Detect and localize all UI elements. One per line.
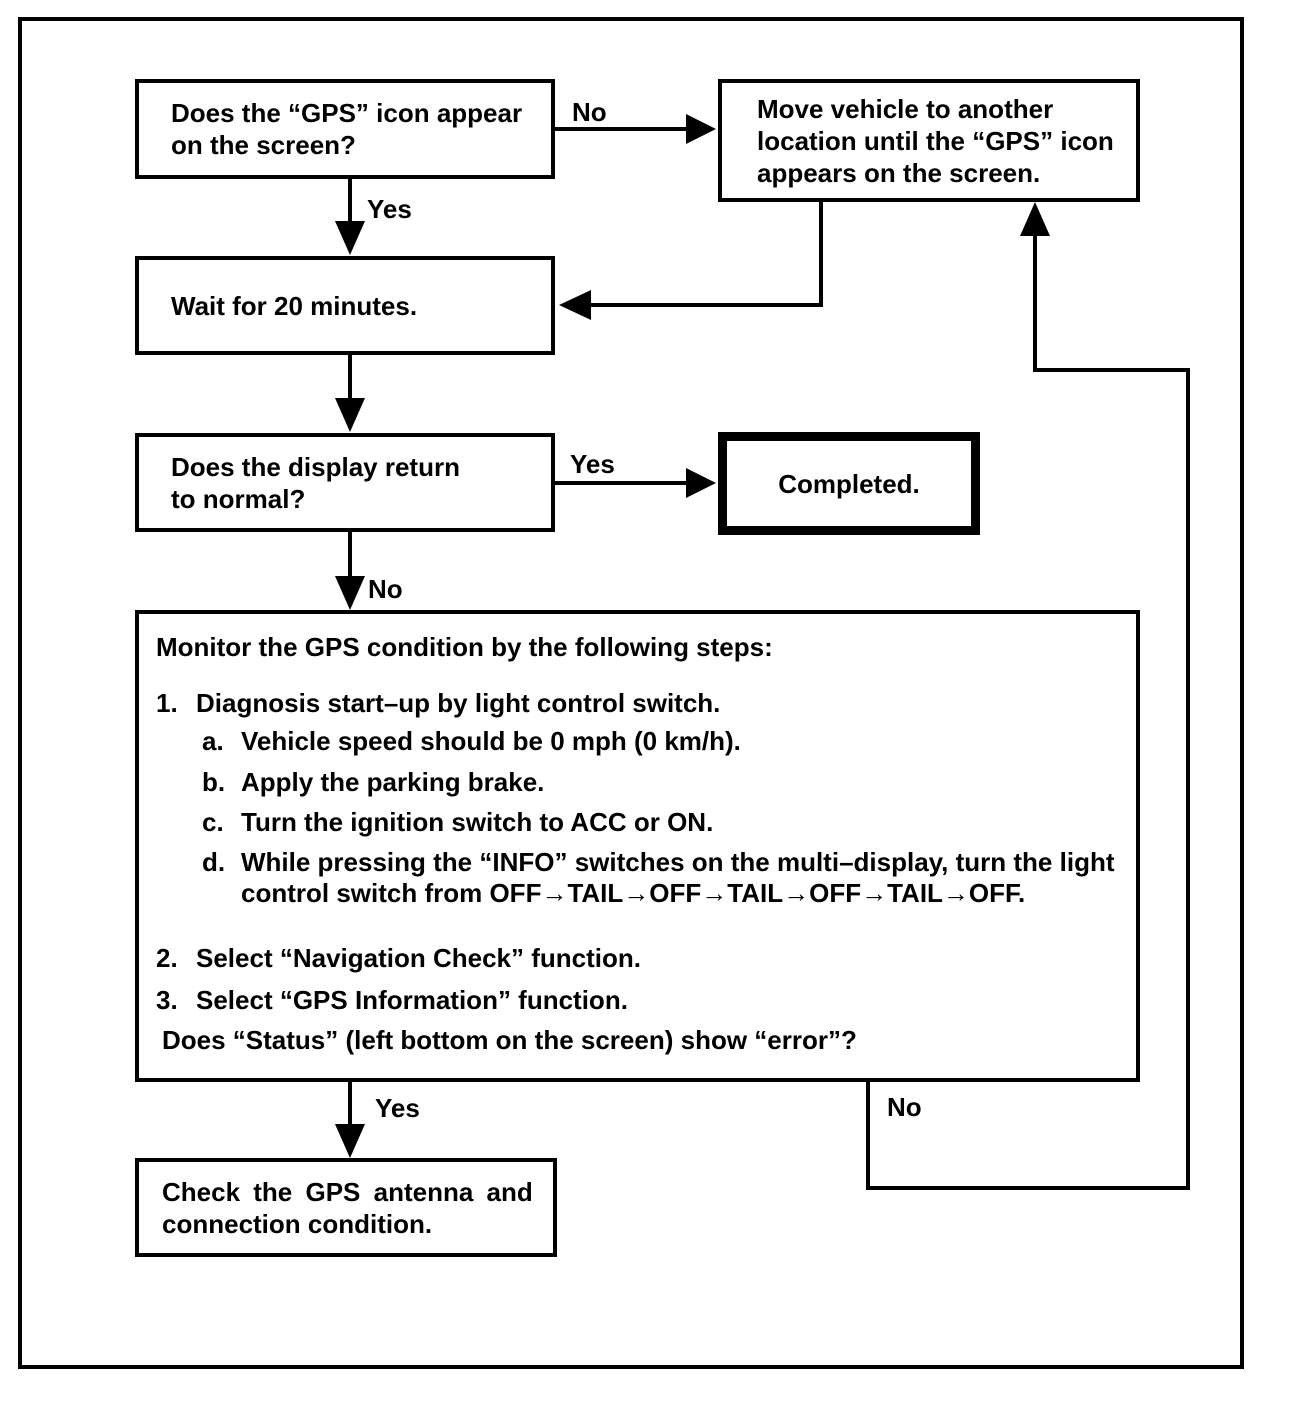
- connector-gps-icon-to-wait: [348, 179, 352, 223]
- connector-move-vehicle-down-segment: [819, 202, 823, 307]
- display-normal-line1: Does the display return: [171, 451, 460, 482]
- process-monitor-gps-box: Monitor the GPS condition by the followi…: [135, 610, 1140, 1082]
- wait-line1: Wait for 20 minutes.: [171, 290, 418, 321]
- step3-text: Select “GPS Information” function.: [196, 985, 628, 1015]
- connector-wait-to-display-normal: [348, 355, 352, 399]
- arrowhead-right-icon: [686, 468, 716, 498]
- arrowhead-down-icon: [335, 221, 365, 255]
- connector-feedback-bottom-segment: [866, 1186, 1190, 1190]
- connector-feedback-up-segment: [1033, 234, 1037, 372]
- yes-label-display-normal: Yes: [570, 449, 615, 479]
- monitor-status-question-text: Does “Status” (left bottom on the screen…: [162, 1025, 857, 1055]
- step1b-text: Apply the parking brake.: [241, 767, 545, 797]
- step1b-letter: b.: [202, 767, 226, 797]
- step1d-text: While pressing the “INFO” switches on th…: [241, 847, 1115, 909]
- arrowhead-down-icon: [335, 398, 365, 432]
- monitor-step-1b: b. Apply the parking brake.: [202, 767, 1128, 798]
- arrowhead-right-icon: [686, 114, 716, 144]
- step1c-letter: c.: [202, 807, 224, 837]
- decision-gps-icon-line1: Does the “GPS” icon appear: [171, 98, 523, 128]
- arrowhead-left-icon: [559, 290, 591, 320]
- monitor-step-2: 2. Select “Navigation Check” function.: [156, 943, 1128, 974]
- step2-number: 2.: [156, 943, 178, 973]
- step1d-text-line1: While pressing the “INFO” switches on th…: [241, 847, 1115, 877]
- monitor-step-1c: c. Turn the ignition switch to ACC or ON…: [202, 807, 1128, 838]
- diagram-outer-border: [18, 17, 1244, 1369]
- monitor-step-1a: a. Vehicle speed should be 0 mph (0 km/h…: [202, 726, 1128, 757]
- step1a-text: Vehicle speed should be 0 mph (0 km/h).: [241, 726, 741, 756]
- check-antenna-line2: connection condition.: [162, 1208, 433, 1239]
- connector-display-normal-to-completed: [555, 481, 688, 485]
- move-vehicle-line2: location until the “GPS” icon: [757, 125, 1114, 156]
- no-label-display-normal: No: [368, 574, 403, 604]
- connector-feedback-down-segment: [866, 1082, 870, 1188]
- step1-text: Diagnosis start–up by light control swit…: [196, 688, 721, 718]
- monitor-step-1: 1. Diagnosis start–up by light control s…: [156, 688, 1128, 719]
- terminator-completed-box: Completed.: [718, 432, 980, 535]
- process-check-antenna-box: Check the GPS antenna and connection con…: [135, 1158, 557, 1257]
- decision-display-normal-box: Does the display return to normal?: [135, 433, 555, 532]
- monitor-heading: Monitor the GPS condition by the followi…: [156, 632, 1128, 663]
- step1d-text-line2: control switch from OFF→TAIL→OFF→TAIL→OF…: [241, 878, 1026, 908]
- no-label-gps-icon: No: [572, 97, 607, 127]
- process-move-vehicle-box: Move vehicle to another location until t…: [718, 79, 1140, 202]
- step3-number: 3.: [156, 985, 178, 1015]
- step1c-text: Turn the ignition switch to ACC or ON.: [241, 807, 714, 837]
- step1-number: 1.: [156, 688, 178, 718]
- display-normal-line2: to normal?: [171, 483, 306, 514]
- process-wait-box: Wait for 20 minutes.: [135, 256, 555, 355]
- decision-gps-icon-box: Does the “GPS” icon appear on the screen…: [135, 79, 555, 179]
- check-antenna-line1: Check the GPS antenna and: [162, 1176, 533, 1207]
- step1d-letter: d.: [202, 847, 226, 877]
- connector-feedback-right-segment: [1186, 368, 1190, 1190]
- yes-label-status-error: Yes: [375, 1093, 420, 1123]
- completed-label: Completed.: [778, 468, 920, 499]
- connector-gps-icon-to-move-vehicle: [555, 127, 688, 131]
- connector-monitor-to-check-antenna: [348, 1082, 352, 1125]
- connector-feedback-top-segment: [1033, 368, 1190, 372]
- arrowhead-down-icon: [335, 1124, 365, 1158]
- connector-move-vehicle-to-wait: [591, 303, 823, 307]
- monitor-step-1d: d. While pressing the “INFO” switches on…: [202, 847, 1128, 909]
- monitor-step-3: 3. Select “GPS Information” function.: [156, 985, 1128, 1016]
- monitor-heading-text: Monitor the GPS condition by the followi…: [156, 632, 773, 662]
- decision-gps-icon-line2: on the screen?: [171, 130, 356, 160]
- monitor-status-question: Does “Status” (left bottom on the screen…: [162, 1025, 1128, 1056]
- arrowhead-up-icon: [1020, 202, 1050, 236]
- yes-label-gps-icon: Yes: [367, 194, 412, 224]
- step1a-letter: a.: [202, 726, 224, 756]
- step2-text: Select “Navigation Check” function.: [196, 943, 641, 973]
- move-vehicle-line1: Move vehicle to another: [757, 93, 1054, 124]
- arrowhead-down-icon: [335, 576, 365, 610]
- connector-display-normal-to-monitor: [348, 532, 352, 577]
- no-label-status-error: No: [887, 1092, 922, 1122]
- move-vehicle-line3: appears on the screen.: [757, 157, 1041, 188]
